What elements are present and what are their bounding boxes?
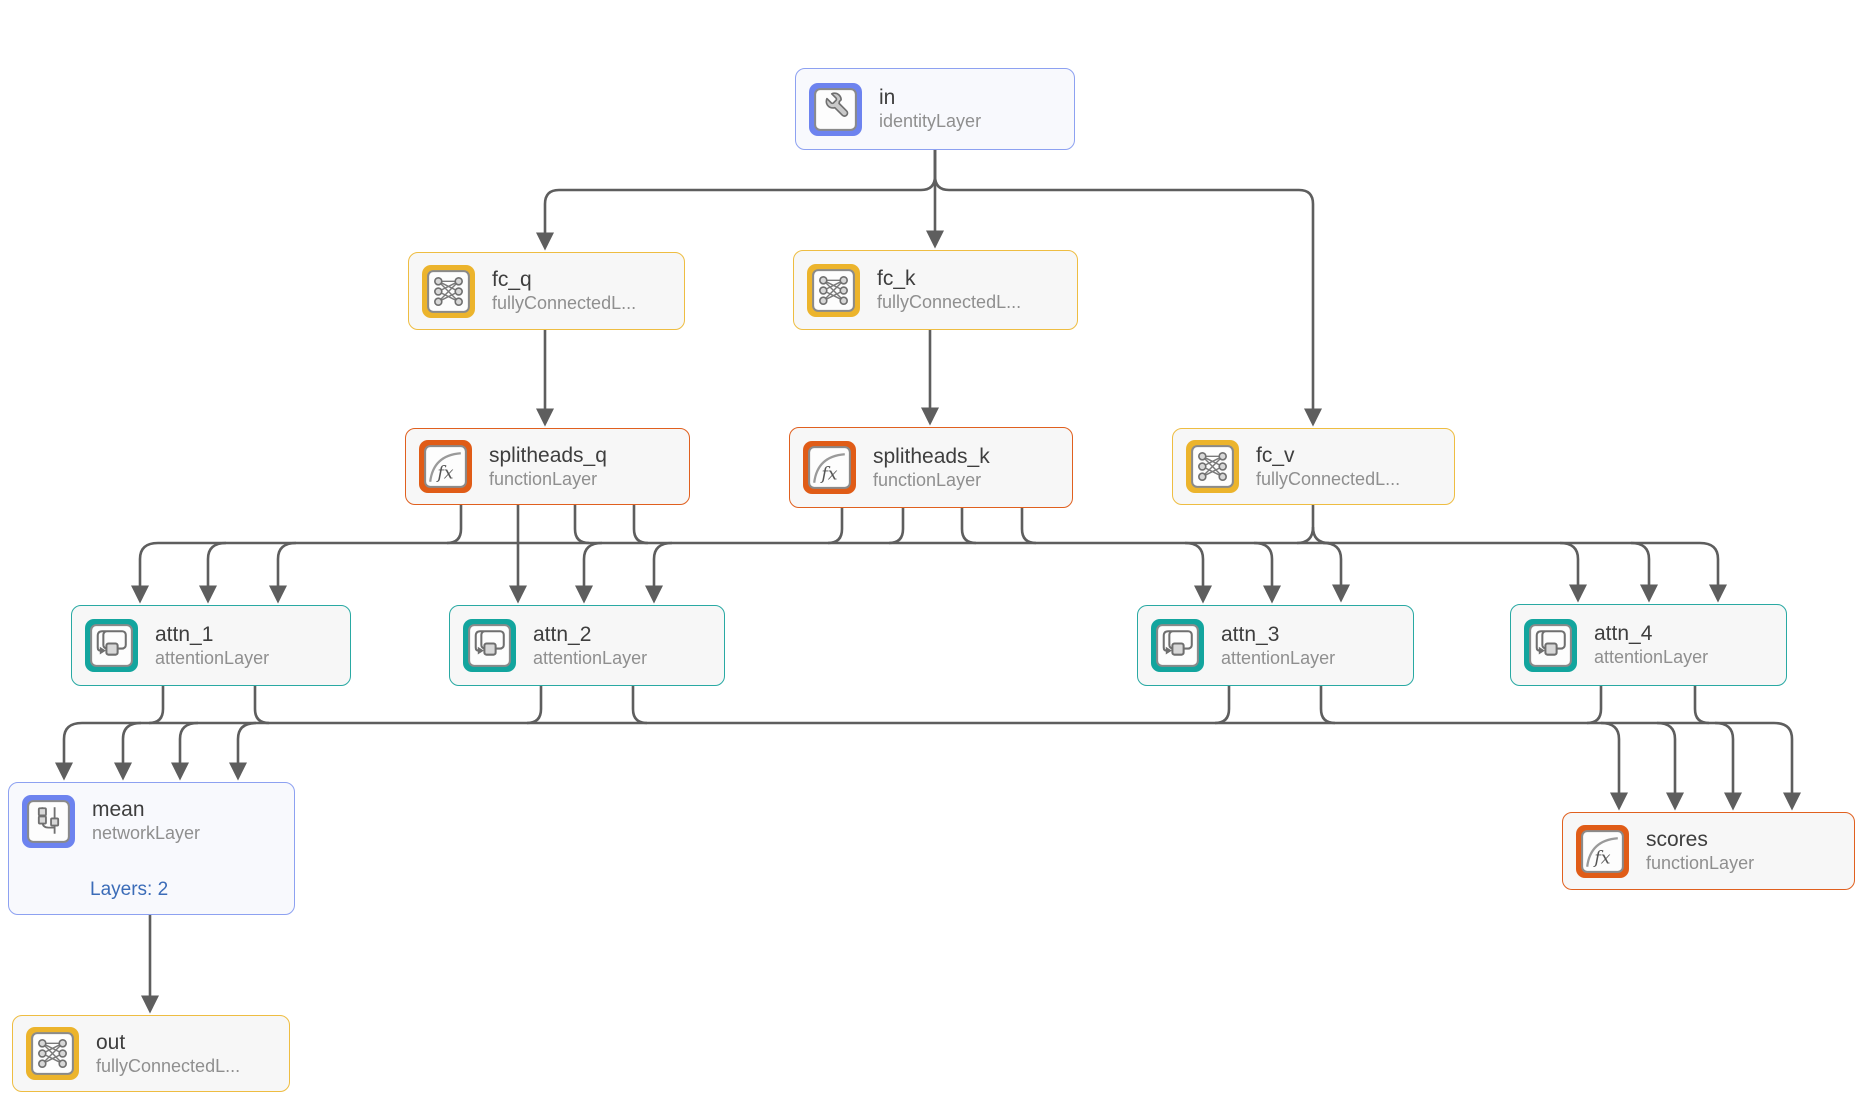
layer-type: attentionLayer xyxy=(1221,647,1336,668)
function-fx-icon: fx xyxy=(803,441,856,494)
function-fx-icon: fx xyxy=(1576,824,1629,878)
svg-text:fx: fx xyxy=(1592,848,1610,868)
wrench-icon xyxy=(809,82,862,136)
layer-type: fullyConnectedL... xyxy=(96,1055,241,1076)
fully-connected-icon xyxy=(807,263,860,317)
layer-name: out xyxy=(96,1030,126,1054)
layer-name: fc_v xyxy=(1256,443,1295,467)
layer-type: fullyConnectedL... xyxy=(1256,468,1401,489)
node-splitheads_k[interactable]: fx splitheads_k functionLayer xyxy=(789,427,1073,508)
layer-name: in xyxy=(879,86,896,110)
node-out[interactable]: out fullyConnectedL... xyxy=(12,1015,290,1092)
layer-type: fullyConnectedL... xyxy=(492,293,637,314)
node-splitheads_q[interactable]: fx splitheads_q functionLayer xyxy=(405,428,690,505)
layer-name: mean xyxy=(92,798,145,821)
layer-type: functionLayer xyxy=(873,469,982,490)
node-in[interactable]: in identityLayer xyxy=(795,68,1075,150)
node-fc_v[interactable]: fc_v fullyConnectedL... xyxy=(1172,428,1455,505)
layer-type: attentionLayer xyxy=(155,647,270,668)
layer-name: fc_q xyxy=(492,268,532,292)
layer-type: attentionLayer xyxy=(1594,647,1709,668)
fully-connected-icon xyxy=(26,1027,79,1080)
fully-connected-icon xyxy=(422,264,475,318)
layer-name: fc_k xyxy=(877,267,916,291)
layer-type: functionLayer xyxy=(1646,853,1755,874)
node-attn_1[interactable]: attn_1 attentionLayer xyxy=(71,605,351,686)
attention-loop-icon xyxy=(463,619,516,672)
layer-name: attn_1 xyxy=(155,622,214,646)
function-fx-icon: fx xyxy=(419,440,472,493)
layer-name: attn_2 xyxy=(533,622,592,646)
node-mean[interactable]: mean networkLayer Layers: 2 xyxy=(8,782,295,915)
layer-type: attentionLayer xyxy=(533,647,648,668)
layer-type: functionLayer xyxy=(489,468,598,489)
layer-name: scores xyxy=(1646,828,1708,852)
fully-connected-icon xyxy=(1186,440,1239,493)
svg-text:fx: fx xyxy=(819,465,837,485)
layer-type: identityLayer xyxy=(879,111,982,132)
network-graph-icon xyxy=(22,795,75,848)
attention-loop-icon xyxy=(1524,618,1577,672)
node-attn_4[interactable]: attn_4 attentionLayer xyxy=(1510,604,1787,686)
layer-name: splitheads_k xyxy=(873,444,990,468)
node-fc_q[interactable]: fc_q fullyConnectedL... xyxy=(408,252,685,330)
attention-loop-icon xyxy=(1151,619,1204,672)
attention-loop-icon xyxy=(85,619,138,672)
node-fc_k[interactable]: fc_k fullyConnectedL... xyxy=(793,250,1078,330)
layer-name: attn_4 xyxy=(1594,622,1653,646)
layer-type: fullyConnectedL... xyxy=(877,292,1022,313)
node-attn_3[interactable]: attn_3 attentionLayer xyxy=(1137,605,1414,686)
node-attn_2[interactable]: attn_2 attentionLayer xyxy=(449,605,725,686)
node-scores[interactable]: fx scores functionLayer xyxy=(1562,812,1855,890)
layer-name: attn_3 xyxy=(1221,622,1280,646)
layer-type: networkLayer xyxy=(92,823,201,844)
svg-text:fx: fx xyxy=(435,464,453,484)
layer-name: splitheads_q xyxy=(489,443,607,467)
layers-count-badge: Layers: 2 xyxy=(90,879,169,900)
